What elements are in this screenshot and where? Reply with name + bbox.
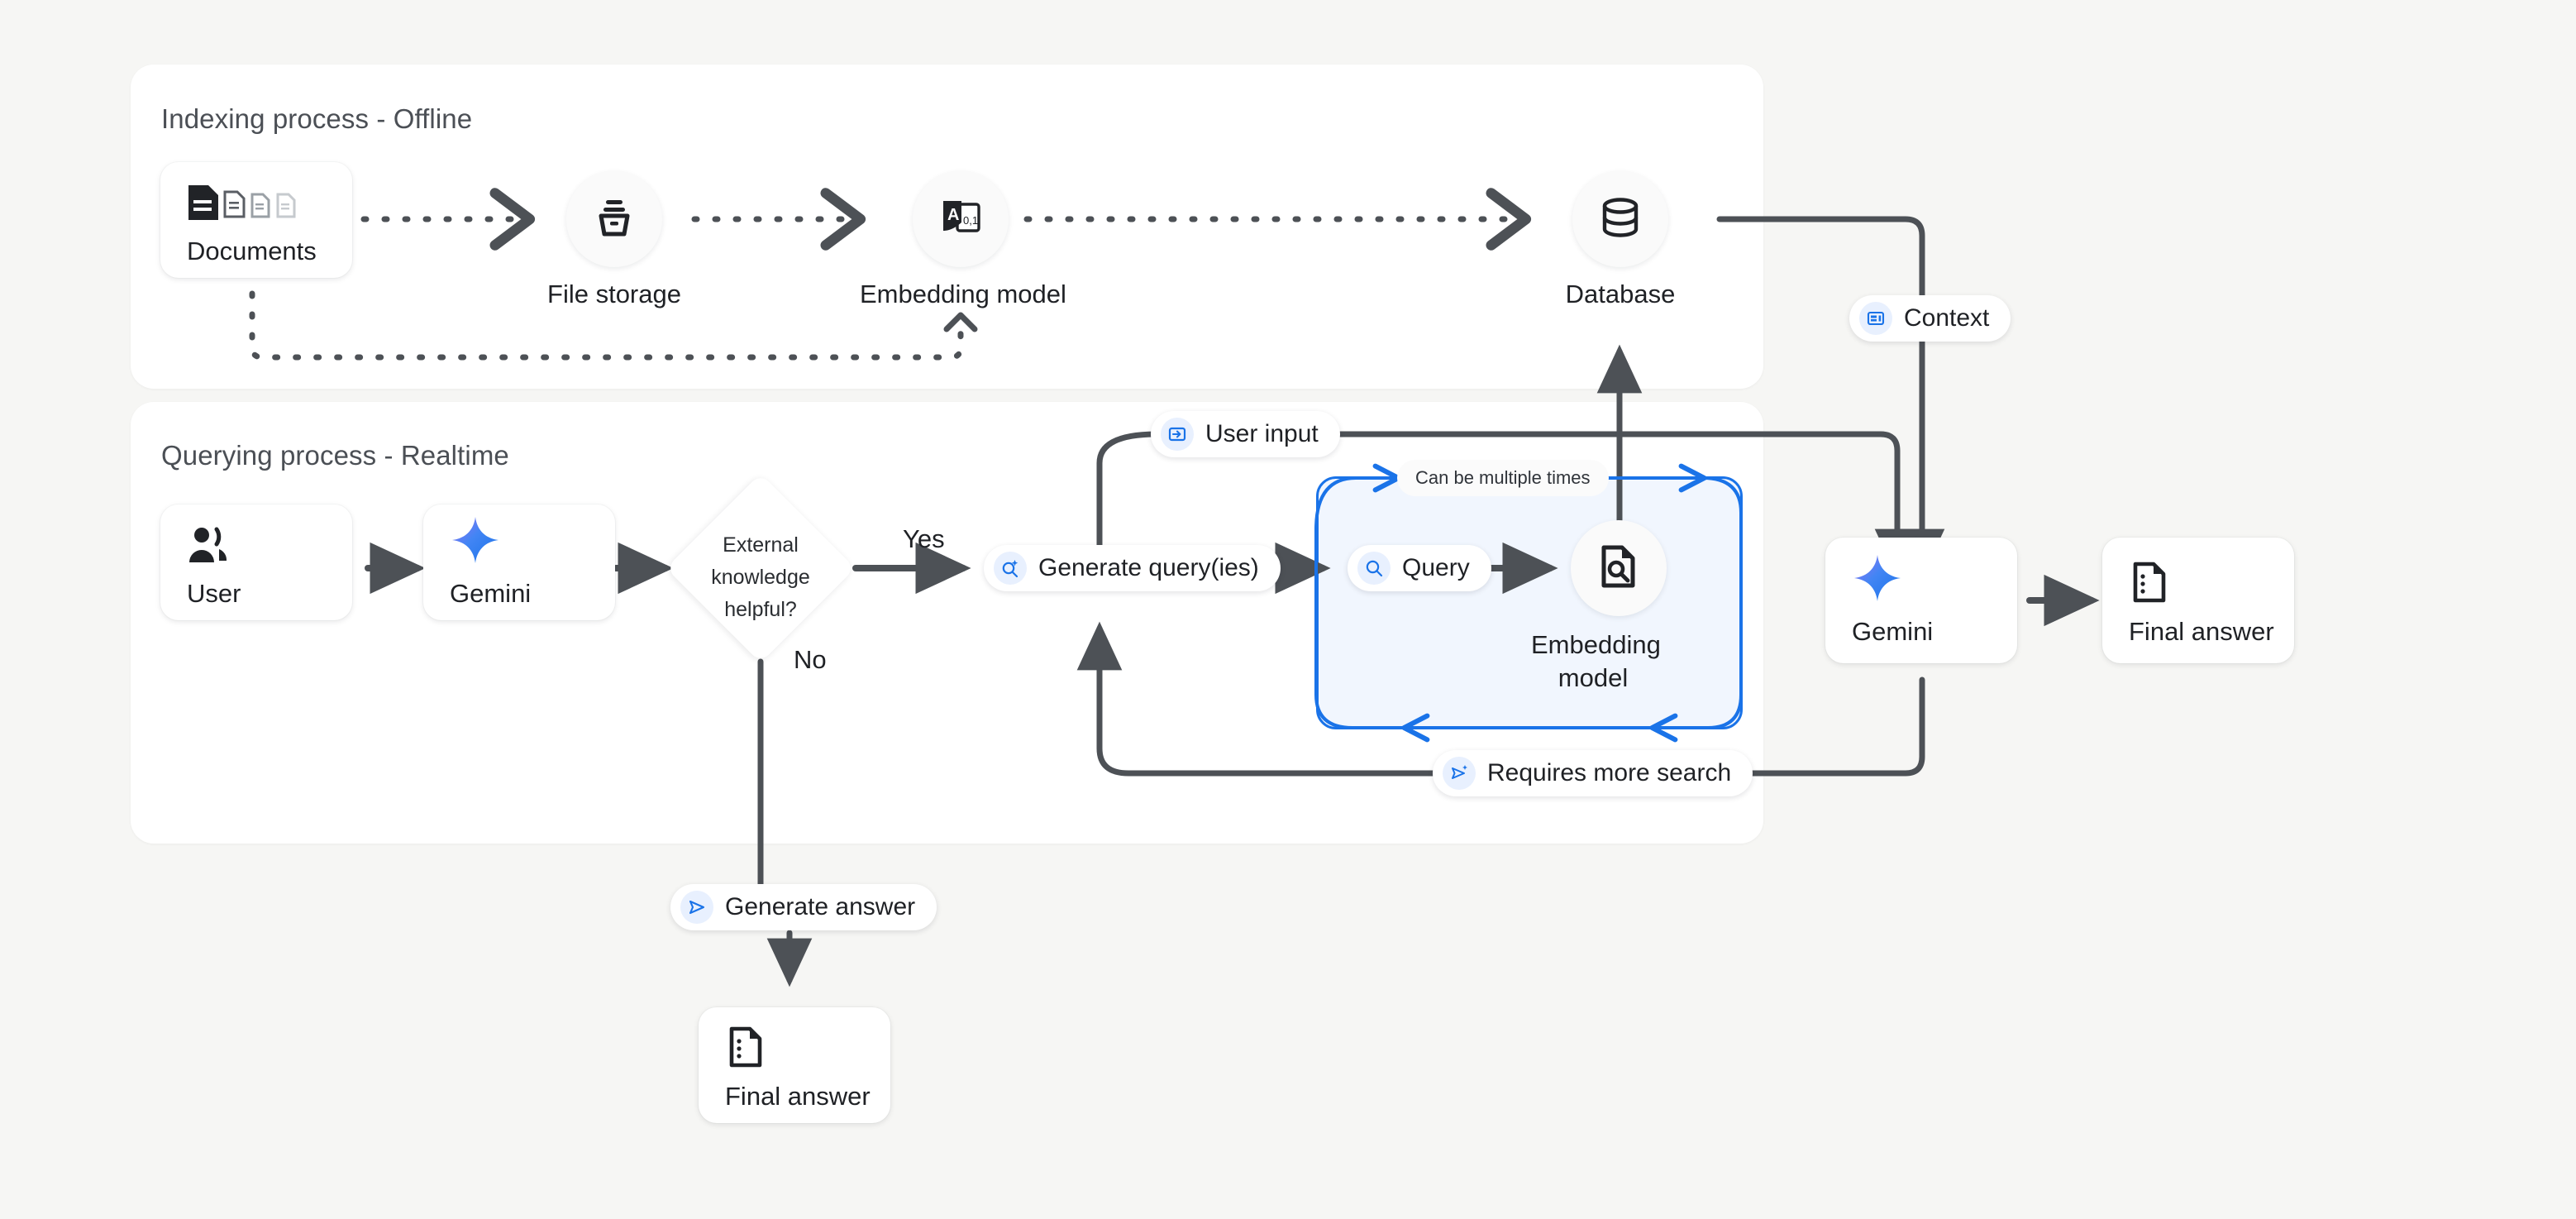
pill-user-input-label: User input	[1205, 420, 1319, 447]
pill-requires-more-search[interactable]: Requires more search	[1433, 750, 1753, 796]
pill-generate-answer-label: Generate answer	[725, 893, 916, 920]
node-loop-embedding-model[interactable]	[1571, 520, 1667, 616]
node-embedding-model-label: Embedding model	[860, 280, 1066, 308]
edge-label-yes: Yes	[903, 524, 945, 553]
label-can-be-multiple-times: Can be multiple times	[1397, 460, 1609, 496]
gemini-sparkle-icon	[450, 516, 615, 566]
pill-context-label: Context	[1904, 304, 1990, 332]
database-icon	[1598, 195, 1643, 244]
panel-title-querying: Querying process - Realtime	[161, 440, 509, 471]
multi-search-loop-region	[1316, 476, 1743, 729]
node-user[interactable]: User	[160, 504, 352, 620]
send-sparkle-icon	[1443, 757, 1476, 790]
answer-doc-icon	[2129, 554, 2294, 604]
svg-text:0,1: 0,1	[963, 214, 978, 227]
embedding-model-icon: 0,1 A	[937, 194, 985, 245]
input-icon	[1161, 418, 1194, 451]
node-user-label: User	[187, 579, 241, 608]
node-final-answer-output[interactable]: Final answer	[2102, 538, 2294, 663]
pill-context[interactable]: Context	[1849, 295, 2011, 342]
pill-user-input[interactable]: User input	[1151, 411, 1340, 457]
pill-query-label: Query	[1402, 554, 1470, 581]
file-storage-icon	[591, 194, 637, 245]
node-gemini-output-label: Gemini	[1852, 617, 1934, 646]
decision-text: External knowledge helpful?	[711, 533, 810, 621]
node-database-label: Database	[1565, 280, 1676, 308]
context-icon	[1859, 302, 1892, 335]
gemini-sparkle-icon	[1852, 554, 2017, 604]
node-file-storage-label: File storage	[547, 280, 681, 308]
node-final-answer-output-label: Final answer	[2129, 617, 2274, 646]
node-documents-label: Documents	[187, 237, 317, 265]
node-final-answer-bottom-label: Final answer	[725, 1082, 871, 1111]
pill-generate-queries-label: Generate query(ies)	[1038, 554, 1259, 581]
node-loop-embedding-model-label: Embedding model	[1531, 630, 1661, 692]
search-icon	[1357, 552, 1391, 585]
node-documents[interactable]: Documents	[160, 162, 352, 278]
panel-title-indexing: Indexing process - Offline	[161, 103, 473, 134]
pill-requires-more-search-label: Requires more search	[1487, 759, 1732, 786]
pill-generate-queries[interactable]: Generate query(ies)	[984, 545, 1281, 591]
document-search-icon	[1596, 543, 1641, 594]
pill-query[interactable]: Query	[1348, 545, 1491, 591]
node-gemini-output[interactable]: Gemini	[1825, 538, 2017, 663]
edge-label-no: No	[794, 645, 827, 674]
node-final-answer-bottom[interactable]: Final answer	[699, 1007, 890, 1123]
user-icon	[187, 516, 352, 566]
node-database[interactable]	[1572, 171, 1668, 267]
node-gemini-querying[interactable]: Gemini	[423, 504, 615, 620]
pill-generate-answer[interactable]: Generate answer	[670, 884, 937, 930]
documents-icon	[187, 174, 352, 223]
search-sparkle-icon	[994, 552, 1027, 585]
node-gemini-querying-label: Gemini	[450, 579, 532, 608]
send-icon	[680, 891, 713, 924]
svg-text:A: A	[947, 206, 959, 224]
answer-doc-icon	[725, 1019, 890, 1068]
node-embedding-model[interactable]: 0,1 A	[913, 171, 1009, 267]
node-file-storage[interactable]	[566, 171, 662, 267]
